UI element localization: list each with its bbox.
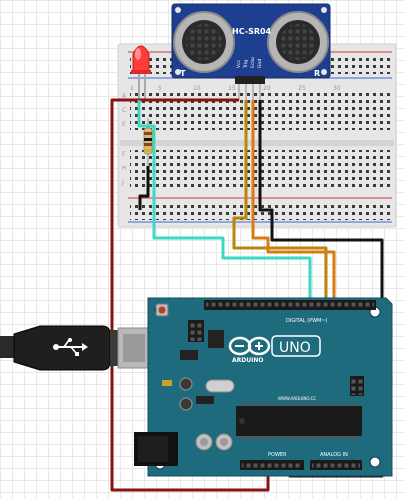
sensor-pin-gnd-label: Gnd [257, 59, 263, 68]
digital-header-label: DIGITAL (PWM~) [286, 318, 328, 324]
sensor-corner-label-r: R [314, 69, 320, 78]
wires [110, 98, 384, 492]
sensor-model-label: HC-SR04 [232, 27, 272, 36]
bb-col-number: 25 [298, 85, 306, 92]
transmitter-transducer [173, 11, 235, 73]
bb-row-label: F [122, 151, 126, 158]
usb-symbol-icon [53, 338, 88, 356]
bb-row-label: J [121, 179, 124, 186]
resistor [143, 118, 153, 166]
sensor-pin-trig-label: Trig [243, 60, 249, 69]
sensor-pin-vcc-label: Vcc [236, 59, 242, 68]
wire-5v-red [110, 98, 270, 492]
ultrasonic-sensor: HC-SR04 T R Vcc Trig Echo Gnd [171, 3, 331, 100]
arduino-model-label: UNO [279, 340, 311, 356]
bb-row-label: H [122, 165, 127, 172]
usb-cable [0, 325, 151, 371]
red-led [131, 45, 151, 100]
bb-row-label: A [122, 93, 127, 100]
power-header-label: POWER [268, 452, 287, 458]
analog-header-label: ANALOG IN [320, 452, 348, 458]
bb-col-number: 5 [158, 85, 162, 92]
wire-trig-gold [232, 100, 328, 308]
receiver-transducer [267, 11, 329, 73]
arduino-logo [228, 336, 271, 356]
sensor-pin-echo-label: Echo [250, 57, 256, 68]
bb-row-label: C [122, 107, 126, 114]
arduino-uno-board: DIGITAL (PWM~) ARDUINO UNO WWW.ARDUINO.C… [134, 297, 393, 477]
atmega-chip [236, 402, 362, 440]
bb-col-number: 15 [228, 85, 236, 92]
bb-row-label: E [122, 121, 126, 128]
wire-echo-orange [251, 100, 336, 308]
wire-jumper-black [138, 166, 150, 210]
bb-col-number: 30 [333, 85, 341, 92]
wire-led-signal-teal [137, 100, 312, 308]
arduino-brand-label: ARDUINO [232, 357, 263, 364]
arduino-website-label: WWW.ARDUINO.CC [278, 396, 316, 401]
sensor-corner-label-t: T [180, 69, 186, 78]
bb-col-number: 1 [130, 85, 134, 92]
bb-col-number: 20 [263, 85, 271, 92]
bb-col-number: 10 [193, 85, 201, 92]
